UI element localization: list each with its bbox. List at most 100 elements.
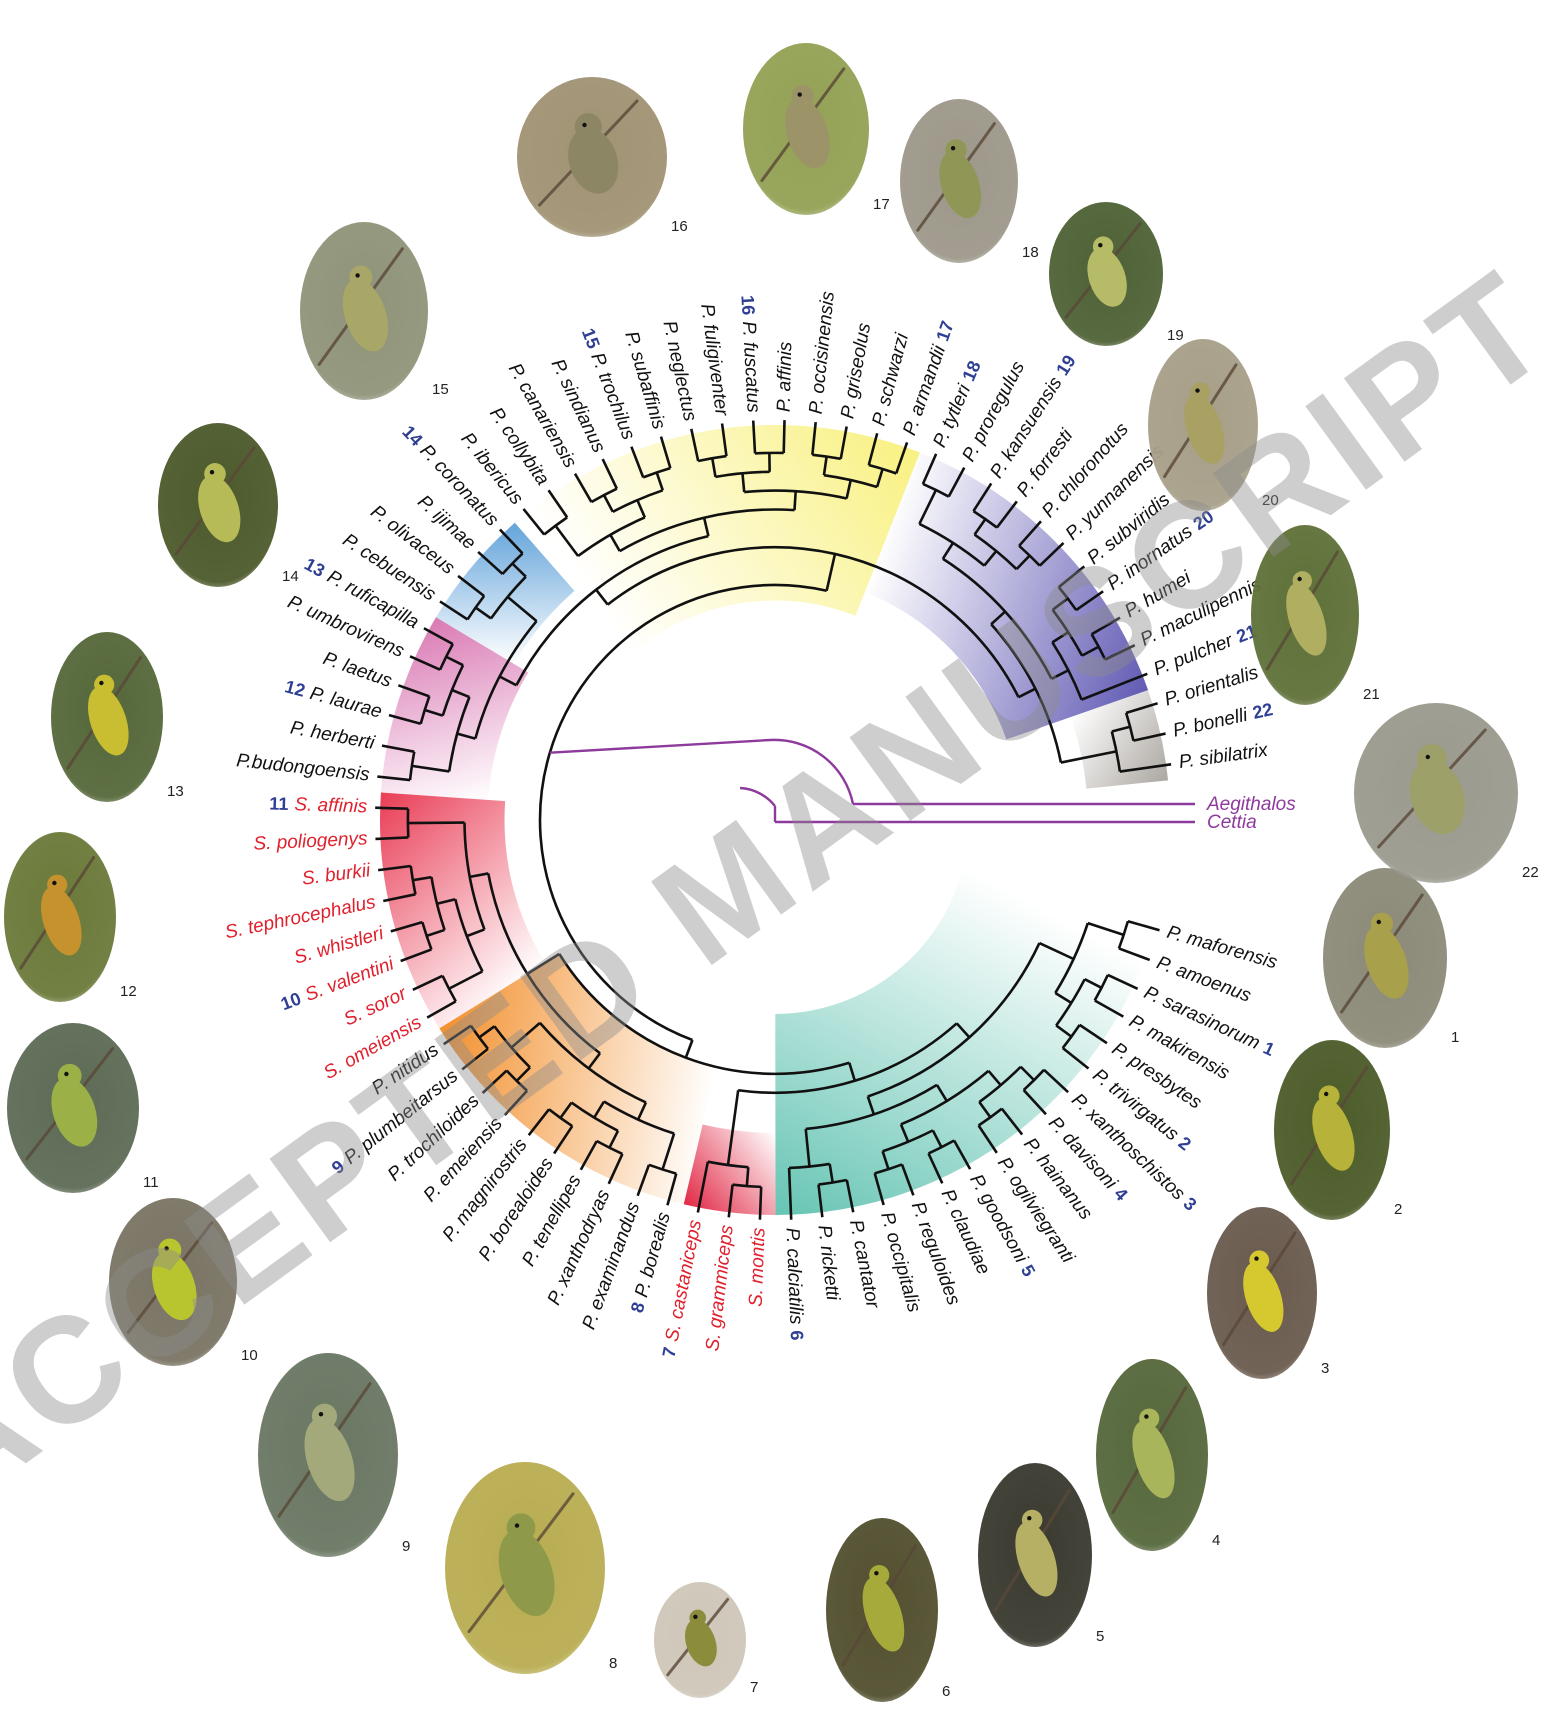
bird-head [1319, 1085, 1340, 1106]
tip-label: P. ricketti [813, 1224, 843, 1302]
species-name: S. burkii [301, 860, 372, 890]
photo-ref-number: 14 [399, 421, 427, 449]
bird-photo-15: 15 [300, 222, 449, 400]
bird-eye [1377, 920, 1381, 924]
bird-head [94, 675, 114, 695]
species-name: P.budongoensis [235, 750, 371, 785]
photo-ref-number: 10 [278, 988, 304, 1014]
branch [794, 491, 795, 510]
tip-label: S. grammiceps [702, 1223, 738, 1352]
bird-head [58, 1064, 82, 1088]
species-name: P. griseolus [837, 321, 875, 421]
branch-arc [755, 453, 784, 454]
photo-number: 11 [143, 1174, 159, 1191]
bird-eye [1254, 1256, 1258, 1260]
photo-number: 19 [1167, 327, 1184, 344]
bird-eye [319, 1412, 323, 1416]
tip-label: P. calciatilis 6 [782, 1227, 808, 1341]
bird-head [1371, 913, 1393, 935]
photo-ref-number: 1 [1260, 1037, 1278, 1059]
bird-head [1190, 382, 1210, 402]
species-name: P. fuscatus [738, 321, 764, 414]
branch [784, 420, 785, 453]
photo-number: 7 [750, 1679, 758, 1696]
tip-label: 16 P. fuscatus [736, 295, 764, 414]
bird-photo-9: 9 [258, 1353, 410, 1557]
species-name: P. laurae [308, 683, 385, 723]
branch [747, 1167, 748, 1186]
photo-ref-number: 22 [1251, 699, 1275, 723]
photo-number: 2 [1394, 1201, 1402, 1218]
photo-ref-number: 8 [627, 1300, 649, 1315]
bird-head [1022, 1510, 1043, 1531]
bird-eye [355, 273, 359, 277]
photo-number: 13 [167, 783, 184, 800]
photo-ref-number: 7 [658, 1345, 680, 1359]
photo-ref-number: 13 [301, 554, 328, 581]
tip-label: P. sibilatrix [1178, 740, 1271, 773]
bird-photo-7: 7 [654, 1582, 758, 1698]
species-name: P. calciatilis [782, 1227, 807, 1325]
species-name: S. affinis [294, 794, 368, 817]
bird-head [945, 139, 966, 160]
branch [686, 1040, 693, 1058]
bird-photo-19: 19 [1049, 202, 1184, 346]
tip-label: 11S. affinis [269, 793, 368, 817]
tip-label: P. occisinensis [806, 290, 839, 415]
photo-number: 12 [120, 983, 137, 1000]
bird-photo-17: 17 [743, 43, 890, 215]
photo-number: 17 [873, 196, 890, 213]
photo-number: 5 [1096, 1628, 1104, 1645]
bird-head [1249, 1250, 1269, 1270]
photo-ref-number: 17 [932, 318, 957, 344]
outgroup-root-branch [550, 740, 770, 753]
photo-ref-number: 12 [283, 676, 308, 701]
photo-number: 9 [402, 1538, 410, 1555]
bird-eye [693, 1615, 697, 1619]
species-name: S. poliogenys [253, 828, 368, 854]
bird-eye [582, 123, 586, 127]
bird-photo-11: 11 [7, 1023, 159, 1193]
bird-photo-14: 14 [158, 423, 299, 587]
bird-eye [64, 1072, 68, 1076]
bird-eye [1027, 1516, 1031, 1520]
bird-eye [210, 470, 214, 474]
bird-eye [798, 92, 802, 96]
species-name: P. herberti [289, 717, 377, 754]
photo-number: 22 [1522, 864, 1539, 881]
bird-head [507, 1513, 536, 1542]
bird-photo-22: 22 [1354, 703, 1539, 883]
photo-ref-number: 6 [787, 1330, 807, 1341]
branch [760, 1187, 761, 1220]
bird-eye [1324, 1092, 1328, 1096]
tip-label: P. bonelli22 [1171, 699, 1275, 742]
species-name: P. bonelli [1171, 705, 1250, 742]
species-name: S. grammiceps [702, 1223, 738, 1352]
photo-ref-number: 2 [1175, 1132, 1195, 1154]
photo-number: 16 [671, 218, 688, 235]
bird-photo-12: 12 [4, 832, 137, 1002]
photo-ref-number: 4 [1110, 1184, 1131, 1205]
tip-label: P.budongoensis [235, 750, 371, 785]
bird-eye [1144, 1414, 1148, 1418]
bird-head [1139, 1408, 1159, 1428]
photo-number: 18 [1022, 244, 1039, 261]
photo-ref-number: 16 [738, 295, 759, 316]
bird-eye [874, 1571, 878, 1575]
bird-photo-3: 3 [1207, 1207, 1329, 1379]
bird-photo-1: 1 [1323, 868, 1459, 1048]
bird-eye [99, 681, 103, 685]
tip-label: P. fuligiventer [696, 302, 732, 417]
tip-label: S. poliogenys [253, 828, 368, 854]
photo-ref-number: 5 [1017, 1261, 1039, 1280]
species-name: P. ricketti [813, 1224, 843, 1302]
species-name: P. occisinensis [806, 290, 839, 415]
species-name: P. fuligiventer [696, 302, 732, 417]
bird-photo-8: 8 [445, 1462, 617, 1674]
bird-head [204, 463, 226, 485]
tip-label: S. montis [746, 1227, 770, 1307]
photo-number: 21 [1363, 686, 1380, 703]
photo-ref-number: 19 [1052, 351, 1080, 379]
photo-number: 3 [1321, 1360, 1329, 1377]
branch [375, 837, 408, 839]
